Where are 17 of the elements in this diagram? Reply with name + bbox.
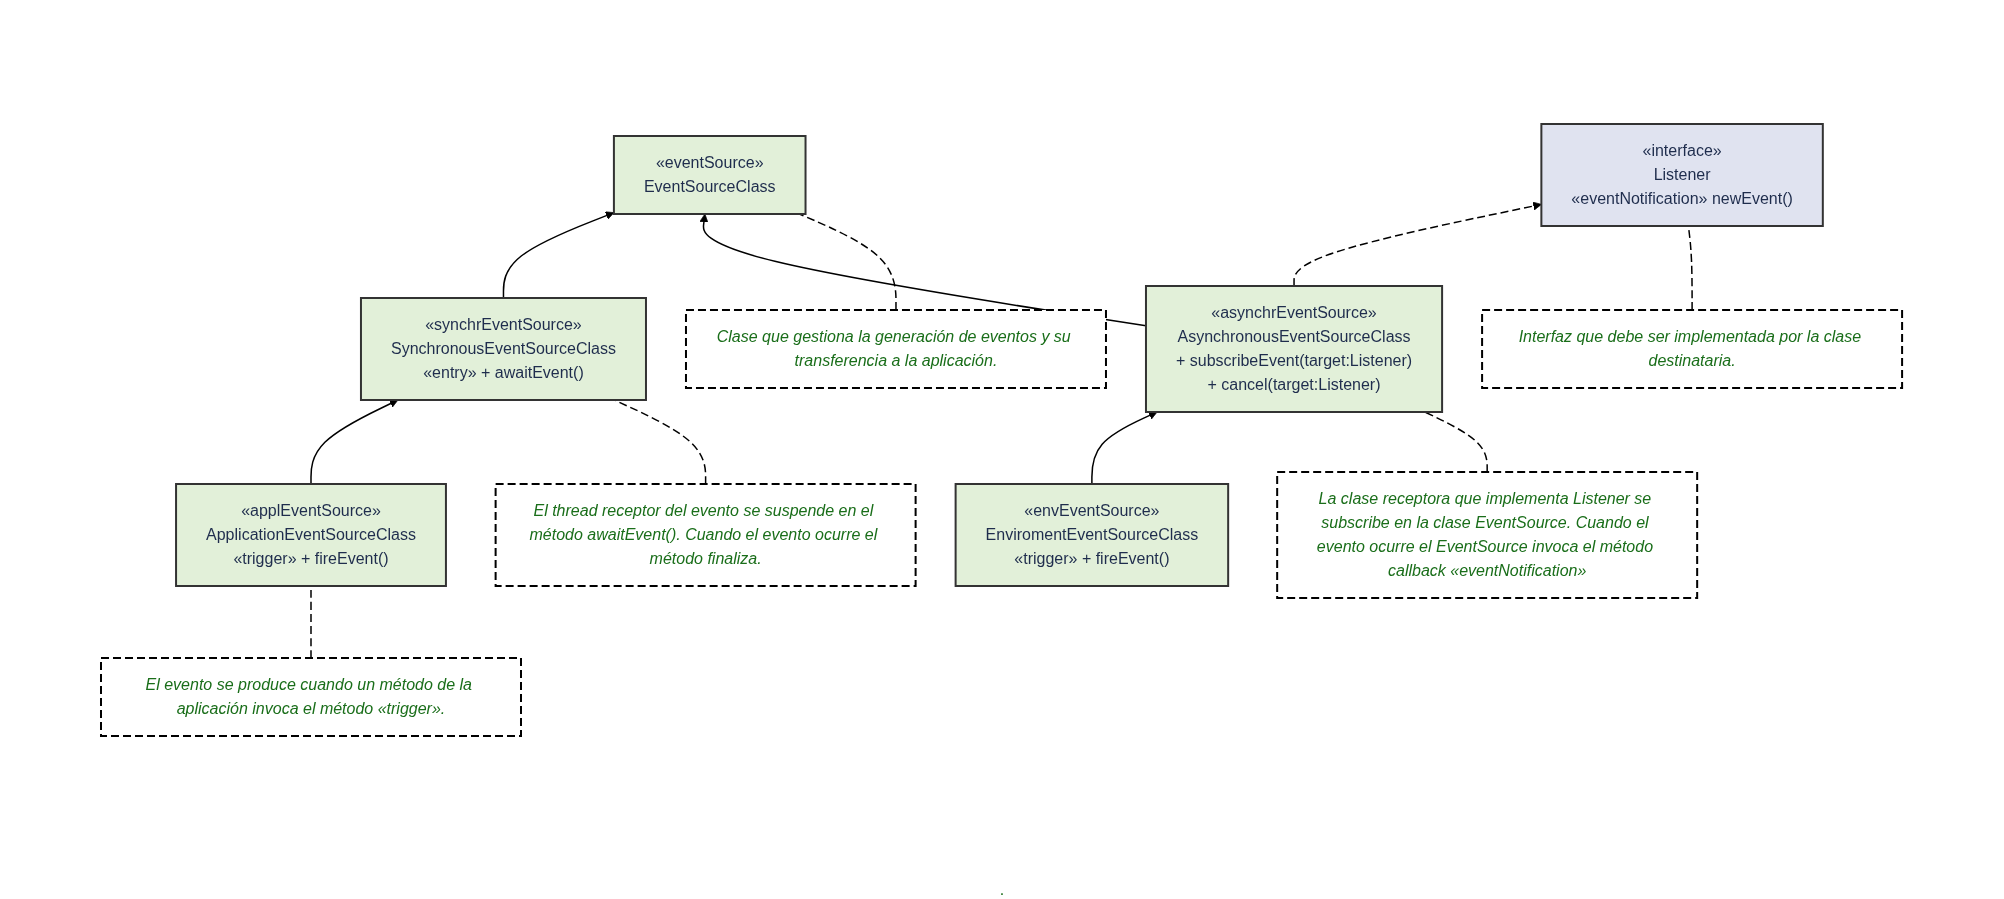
node-box: «applEventSource» ApplicationEventSourceClass «trigger» + fireEvent() [175,483,448,587]
node-box: El thread receptor del evento se suspende en el método awaitEvent(). Cuando el evento ocurre el método finaliza. [495,483,918,587]
node-box: «asynchrEventSource» AsynchronousEventSourceClass + subscribeEvent(target:Listener) + cancel(target:Listener) [1145,285,1444,413]
node-box: Interfaz que debe ser implementada por la clase destinataria. [1481,309,1904,389]
connector [799,213,898,311]
arrow [310,399,399,485]
node-box: «eventSource» EventSourceClass [613,135,807,215]
node-box: «interface» Listener «eventNotification» newEvent() [1540,123,1825,227]
node-box: La clase receptora que implementa Listener se subscribe en la clase EventSource. Cuando el evento ocurre el EventSource invoca el método callback «eventNotification» [1276,471,1699,599]
connector [1424,411,1489,473]
arrow [503,211,615,299]
node-box: «synchrEventSource» SynchronousEventSourceClass «entry» + awaitEvent() [360,297,648,401]
node-box: El evento se produce cuando un método de la aplicación invoca el método «trigger». [100,657,523,737]
note-text: . [999,881,1005,898]
node-box: Clase que gestiona la generación de eventos y su transferencia a la aplicación. [685,309,1108,389]
node-box: «envEventSource» EnviromentEventSourceClass «trigger» + fireEvent() [955,483,1230,587]
arrow [1091,411,1158,485]
